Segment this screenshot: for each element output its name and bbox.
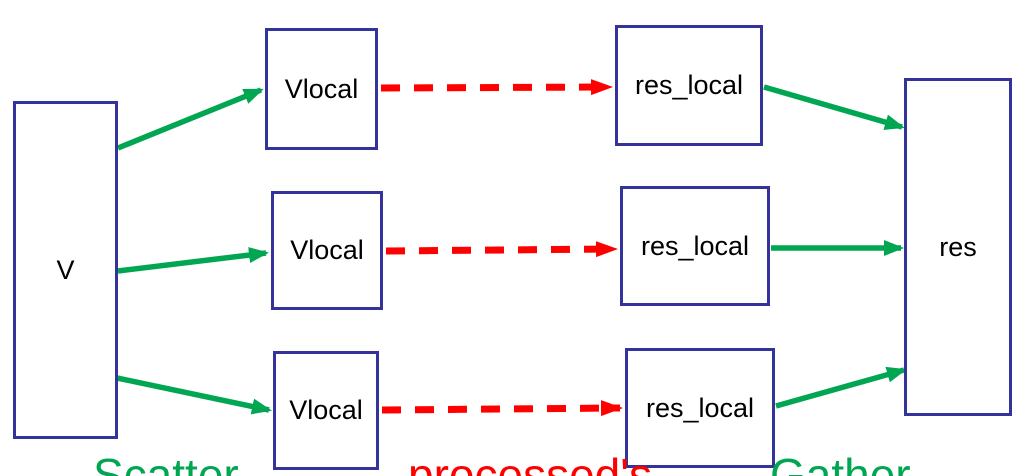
scatter-arrow-3 bbox=[116, 375, 272, 415]
caption-row: Scatter processed's Gather bbox=[0, 452, 1031, 476]
res-node-label: res bbox=[939, 231, 977, 262]
res-local-node-2: res_local bbox=[620, 186, 770, 306]
res-node: res bbox=[904, 78, 1012, 416]
caption-gather: Gather bbox=[770, 449, 911, 476]
vlocal-node-1: Vlocal bbox=[265, 28, 378, 150]
vlocal-node-1-label: Vlocal bbox=[284, 73, 359, 104]
res-local-node-1: res_local bbox=[615, 25, 763, 146]
gather-arrow-1 bbox=[763, 84, 905, 130]
vlocal-node-2-label: Vlocal bbox=[290, 235, 364, 265]
res-local-node-1-label: res_local bbox=[634, 70, 744, 100]
vlocal-node-2: Vlocal bbox=[271, 191, 383, 310]
scatter-arrow-2 bbox=[117, 247, 269, 274]
res-local-node-3-label: res_local bbox=[645, 392, 755, 423]
vlocal-node-3-label: Vlocal bbox=[289, 395, 363, 425]
gather-arrow-3 bbox=[775, 366, 907, 409]
v-node-label: V bbox=[56, 254, 75, 285]
process-arrow-3 bbox=[381, 400, 623, 417]
res-local-node-2-label: res_local bbox=[640, 230, 750, 261]
caption-processed: processed's bbox=[408, 449, 653, 476]
scatter-arrow-1 bbox=[116, 87, 264, 151]
v-node: V bbox=[13, 101, 118, 439]
process-arrow-1 bbox=[380, 79, 613, 96]
process-arrow-2 bbox=[385, 241, 618, 258]
vlocal-node-3: Vlocal bbox=[273, 351, 379, 470]
caption-scatter: Scatter bbox=[93, 449, 239, 476]
res-local-node-3: res_local bbox=[625, 348, 775, 468]
